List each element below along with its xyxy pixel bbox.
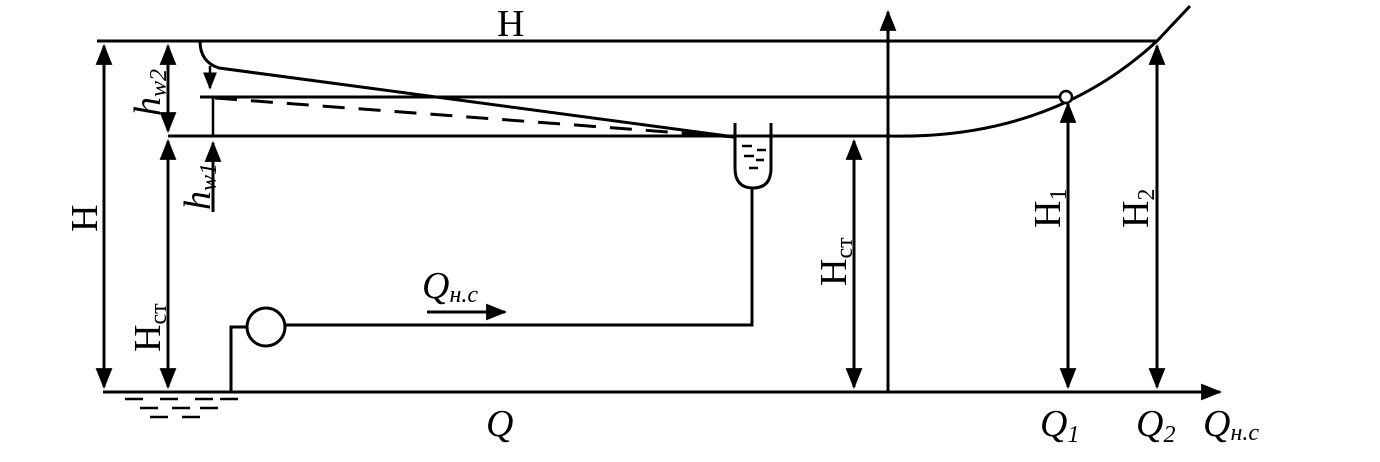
svg-text:Hст: Hст xyxy=(813,237,858,286)
label-static-head-mid: Hст xyxy=(813,237,858,286)
label-q1: Q1 xyxy=(1040,403,1079,448)
label-q2: Q2 xyxy=(1136,403,1175,448)
svg-text:H2: H2 xyxy=(1115,189,1160,228)
operating-point-1 xyxy=(1058,89,1074,105)
piezometric-line-h1 xyxy=(214,96,736,139)
label-q-axis: Qн.с xyxy=(1203,403,1259,446)
svg-text:H1: H1 xyxy=(1027,189,1072,228)
pump-symbol xyxy=(245,306,287,348)
svg-text:hw2: hw2 xyxy=(127,69,172,116)
tank-water-dashes xyxy=(742,144,766,170)
discharge-pipe xyxy=(285,188,754,327)
label-h1: H1 xyxy=(1027,189,1072,228)
svg-text:hw1: hw1 xyxy=(177,163,222,210)
svg-text:Hст: Hст xyxy=(127,303,172,352)
water-surface-dashes xyxy=(125,397,238,419)
label-head-left: H xyxy=(64,205,106,232)
label-hw2: hw2 xyxy=(127,69,172,116)
label-h2: H2 xyxy=(1115,189,1160,228)
piezometric-line-h2 xyxy=(198,40,736,139)
label-q-bottom: Q xyxy=(486,403,513,445)
label-flow-qns: Qн.с xyxy=(422,265,478,308)
system-characteristic-curve xyxy=(887,4,1192,138)
label-hw1: hw1 xyxy=(177,163,222,210)
label-head-top: H xyxy=(497,3,524,45)
label-static-head-left: Hст xyxy=(127,303,172,352)
suction-pipe xyxy=(229,325,247,392)
